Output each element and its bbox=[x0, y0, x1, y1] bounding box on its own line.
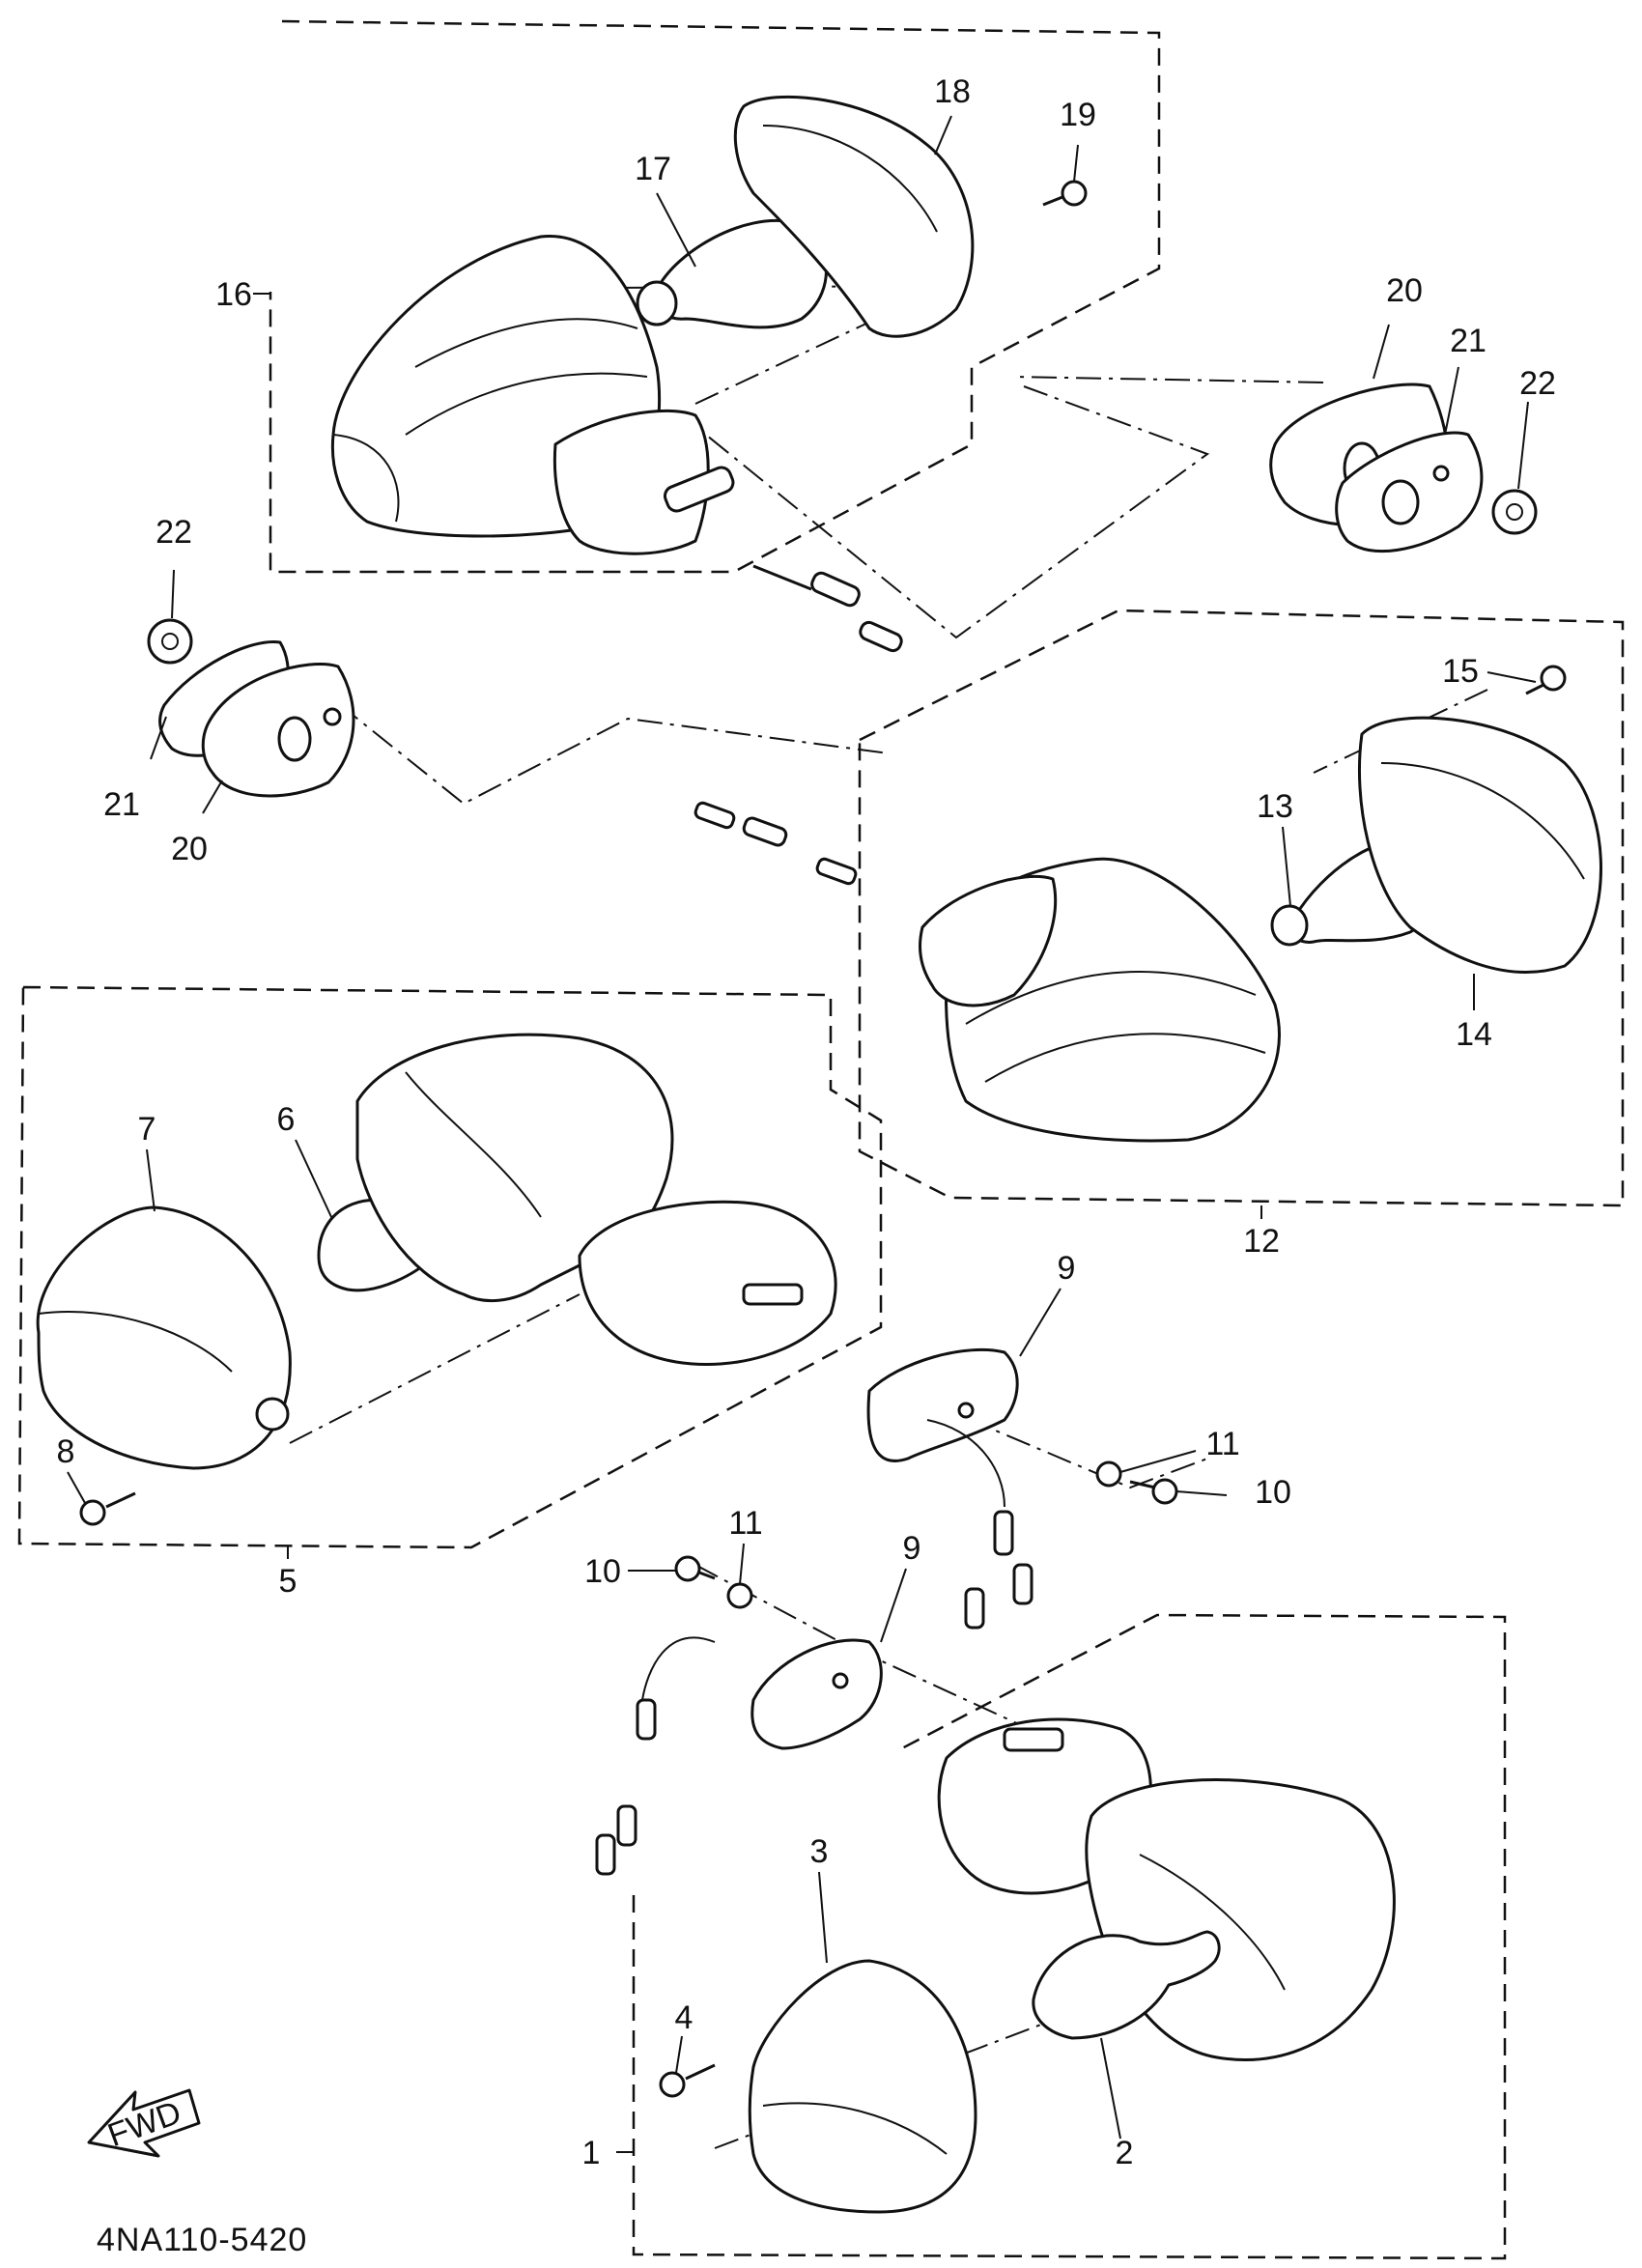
callout-7: 7 bbox=[138, 1111, 156, 1148]
bracket-9-upper bbox=[866, 1347, 1019, 1462]
washer-11-left bbox=[726, 1582, 753, 1609]
washer-11-right bbox=[1095, 1460, 1122, 1488]
callout-8: 8 bbox=[57, 1433, 75, 1470]
wires-9-lower bbox=[595, 1636, 716, 1876]
callout-22-right: 22 bbox=[1519, 365, 1556, 402]
callout-21-left: 21 bbox=[103, 786, 140, 823]
callout-15: 15 bbox=[1442, 653, 1479, 690]
callout-1: 1 bbox=[582, 2135, 601, 2171]
fwd-direction-arrow-icon: FWD bbox=[87, 2088, 201, 2158]
figure-code: 4NA110-5420 bbox=[97, 2222, 307, 2258]
leader-lines bbox=[67, 115, 1537, 2153]
callout-12: 12 bbox=[1243, 1223, 1280, 1260]
lens-3 bbox=[748, 1959, 977, 2214]
callout-13: 13 bbox=[1257, 788, 1293, 825]
wires-9-upper bbox=[926, 1419, 1033, 1630]
callout-10-right: 10 bbox=[1255, 1474, 1291, 1511]
callout-11-left: 11 bbox=[728, 1505, 762, 1542]
screw-10-left bbox=[674, 1555, 716, 1582]
plate-21-right bbox=[1335, 431, 1484, 553]
callout-11-right: 11 bbox=[1205, 1426, 1239, 1462]
callout-19: 19 bbox=[1060, 97, 1096, 133]
callout-3: 3 bbox=[810, 1833, 829, 1870]
lens-12-housing bbox=[918, 857, 1281, 1143]
screw-4 bbox=[659, 2063, 716, 2098]
callout-4: 4 bbox=[675, 1999, 694, 2036]
nut-22-left bbox=[147, 618, 193, 665]
housing-5 bbox=[355, 1033, 837, 1366]
callout-22-left: 22 bbox=[156, 514, 192, 551]
callout-2: 2 bbox=[1116, 2135, 1134, 2171]
callout-9-lower: 9 bbox=[903, 1530, 921, 1567]
nut-22-right bbox=[1491, 489, 1538, 535]
group-1-outline bbox=[632, 1613, 1507, 2260]
group-16-outline bbox=[269, 19, 1161, 574]
screw-15 bbox=[1525, 665, 1567, 695]
bulb-17 bbox=[636, 219, 828, 329]
callout-10-left: 10 bbox=[584, 1553, 621, 1590]
wires-12 bbox=[694, 801, 858, 886]
lens-16-housing bbox=[330, 235, 735, 555]
callout-16: 16 bbox=[215, 276, 252, 313]
bulb-2 bbox=[1032, 1930, 1221, 2040]
wires-16 bbox=[752, 564, 903, 653]
callout-17: 17 bbox=[635, 151, 671, 187]
bracket-9-lower bbox=[750, 1638, 883, 1750]
screw-10-right bbox=[1129, 1478, 1178, 1505]
screw-8 bbox=[79, 1491, 136, 1526]
callout-21-right: 21 bbox=[1450, 323, 1486, 359]
grommet-20-left bbox=[201, 663, 355, 798]
callout-labels: 1 2 3 4 5 6 7 8 9 9 10 10 11 11 12 13 14… bbox=[57, 73, 1556, 2171]
callout-9-upper: 9 bbox=[1058, 1250, 1076, 1287]
housing-1 bbox=[937, 1717, 1396, 2061]
callout-14: 14 bbox=[1456, 1016, 1492, 1053]
screw-19 bbox=[1042, 180, 1088, 207]
lens-18 bbox=[733, 95, 975, 338]
callout-20-right: 20 bbox=[1386, 272, 1423, 309]
callout-6: 6 bbox=[277, 1101, 296, 1138]
lens-14 bbox=[1358, 716, 1602, 974]
callout-20-left: 20 bbox=[171, 831, 208, 867]
group-12-outline bbox=[858, 609, 1625, 1207]
lens-7 bbox=[36, 1205, 292, 1470]
group-5-outline bbox=[17, 985, 883, 1549]
callout-18: 18 bbox=[934, 73, 971, 110]
callout-5: 5 bbox=[279, 1563, 297, 1600]
